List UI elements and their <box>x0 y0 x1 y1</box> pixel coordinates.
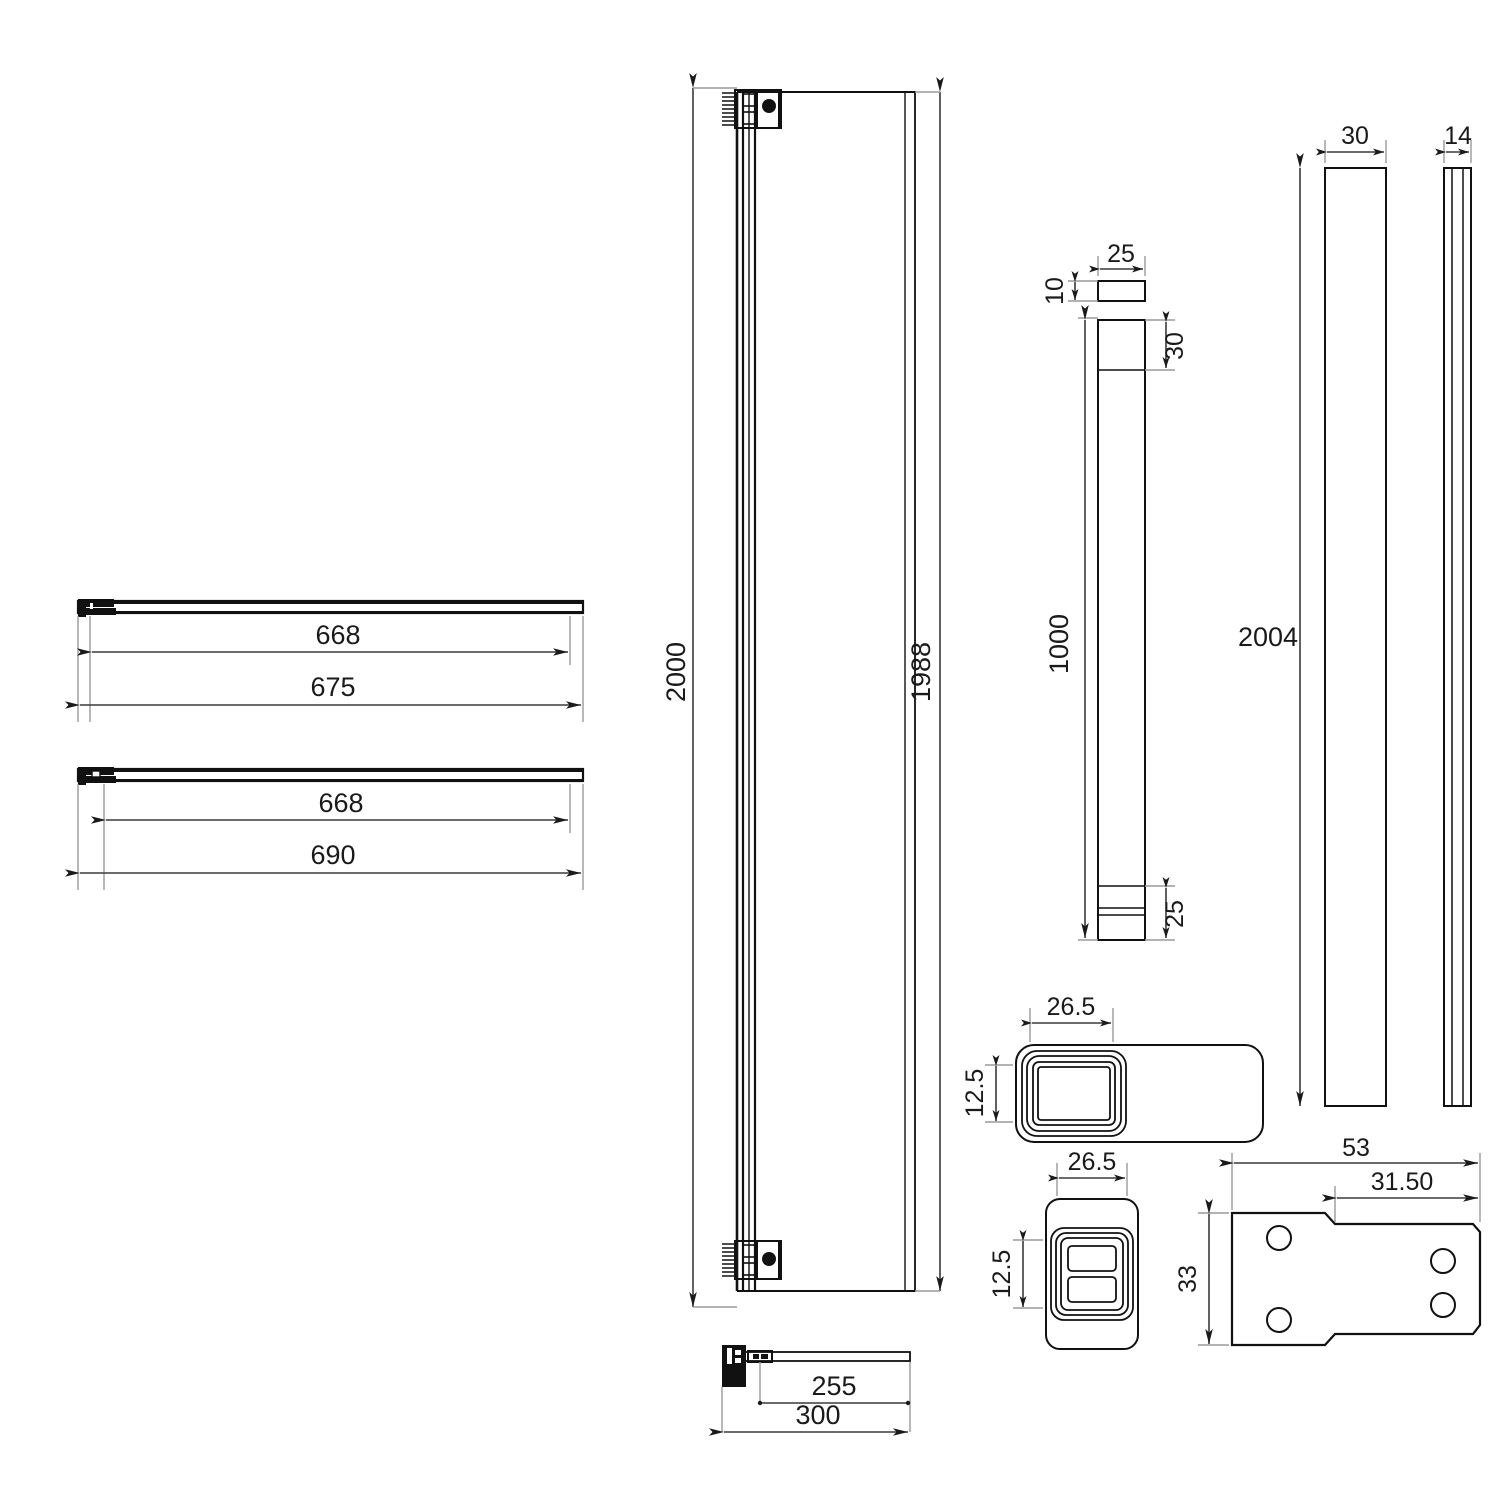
profile-dim-25w-label: 25 <box>1107 240 1135 268</box>
bottom-rail-endcap-slot <box>91 770 101 778</box>
bracket-dim-3150-label: 31.50 <box>1371 1168 1434 1196</box>
handle-side-window <box>1037 1066 1111 1121</box>
plan-wall-slot-a <box>727 1348 732 1364</box>
door-hinge-top <box>722 89 782 129</box>
bracket-hole-bottom-right <box>1430 1292 1456 1318</box>
top-rail-dim-outer-label: 675 <box>310 672 355 702</box>
profile-dim-30-label: 30 <box>1161 332 1189 360</box>
plan-dim-300-label: 300 <box>795 1400 840 1430</box>
handle-side-dim-h-label: 12.5 <box>961 1069 989 1118</box>
plan-wall-slot-c <box>735 1358 741 1363</box>
profile-tube-body <box>1097 319 1146 941</box>
part-bottom-rail: 668 690 <box>65 767 585 890</box>
profile-dim-25b-label: 25 <box>1161 900 1189 928</box>
top-rail-endcap-lower <box>86 608 116 615</box>
handle-side-dim-w-label: 26.5 <box>1047 993 1096 1021</box>
hinge-bottom-knurl <box>722 1243 737 1277</box>
plan-seal-notch-2 <box>761 1354 768 1359</box>
post30-dim-height-label: 2004 <box>1238 622 1298 652</box>
top-rail-endcap-left <box>78 599 86 617</box>
post30-dim-width-label: 30 <box>1341 122 1369 150</box>
handle-side-ring3 <box>1032 1061 1116 1126</box>
profile-dim-10-label: 10 <box>1041 277 1069 305</box>
hinge-top-knurl <box>722 92 737 126</box>
hinge-bottom-cap <box>756 1240 782 1280</box>
part-door-panel: 2000 1988 <box>661 73 944 1308</box>
post14-dim-width-label: 14 <box>1444 122 1472 150</box>
top-rail-endcap-slot <box>90 603 93 609</box>
door-dim-1988-label: 1988 <box>906 642 936 702</box>
plan-dim-255-label: 255 <box>811 1371 856 1401</box>
handle-end-ring1 <box>1050 1227 1134 1321</box>
bottom-rail-dim-inner-label: 668 <box>318 788 363 818</box>
hinge-bottom-pin <box>762 1252 776 1266</box>
part-handle-side: 26.5 12.5 <box>961 993 1264 1143</box>
part-top-rail: 668 675 <box>65 599 585 722</box>
handle-end-ring2 <box>1055 1232 1129 1316</box>
hinge-top-cap <box>756 89 782 129</box>
profile-cap-block <box>1097 280 1146 302</box>
bracket-hole-top-left <box>1266 1225 1292 1251</box>
handle-end-dim-h-label: 12.5 <box>988 1250 1016 1299</box>
handle-end-dim-w-label: 26.5 <box>1068 1148 1117 1176</box>
part-post-14: 14 <box>1435 122 1472 1107</box>
bottom-rail-top-edge <box>110 768 583 772</box>
part-handle-end: 26.5 12.5 <box>988 1148 1139 1350</box>
top-rail-endcap-upper <box>78 599 114 607</box>
handle-end-outer <box>1045 1198 1139 1350</box>
hinge-top-pin <box>762 99 776 113</box>
handle-side-ring1 <box>1021 1050 1127 1137</box>
bracket-plate-outline <box>1230 1211 1482 1347</box>
top-rail-dim-inner-label: 668 <box>315 620 360 650</box>
bracket-dim-53-label: 53 <box>1342 1134 1370 1162</box>
handle-side-outer <box>1015 1044 1264 1143</box>
bottom-rail-endcap-left <box>78 767 86 785</box>
bottom-rail-endcap-lower <box>86 776 116 783</box>
post14-body <box>1443 167 1472 1107</box>
plan-seal-notch <box>753 1354 759 1359</box>
bracket-dim-33-label: 33 <box>1174 1265 1202 1293</box>
post30-body <box>1324 167 1387 1107</box>
door-hinge-bottom <box>722 1240 782 1280</box>
plan-wall-profile <box>722 1345 746 1387</box>
part-mounting-bracket: 53 31.50 33 <box>1174 1134 1482 1347</box>
plan-wall-slot-b <box>735 1350 741 1355</box>
handle-end-ring3 <box>1060 1237 1124 1311</box>
bottom-rail-dim-outer-label: 690 <box>310 840 355 870</box>
door-dim-2000-label: 2000 <box>661 642 691 702</box>
top-rail-bottom-edge <box>110 611 583 614</box>
part-wall-profile: 25 10 30 25 1000 <box>1041 240 1189 941</box>
top-rail-top-edge <box>110 600 583 604</box>
part-door-plan: 255 300 <box>709 1345 911 1436</box>
handle-end-window-lower <box>1067 1276 1117 1303</box>
part-post-30: 30 2004 <box>1238 122 1387 1107</box>
handle-end-window-upper <box>1067 1245 1117 1272</box>
profile-dim-1000-label: 1000 <box>1044 614 1074 674</box>
bracket-hole-bottom-left <box>1266 1307 1292 1333</box>
bracket-hole-top-right <box>1430 1248 1456 1274</box>
bottom-rail-bottom-edge <box>110 779 583 782</box>
handle-side-ring2 <box>1026 1055 1122 1132</box>
